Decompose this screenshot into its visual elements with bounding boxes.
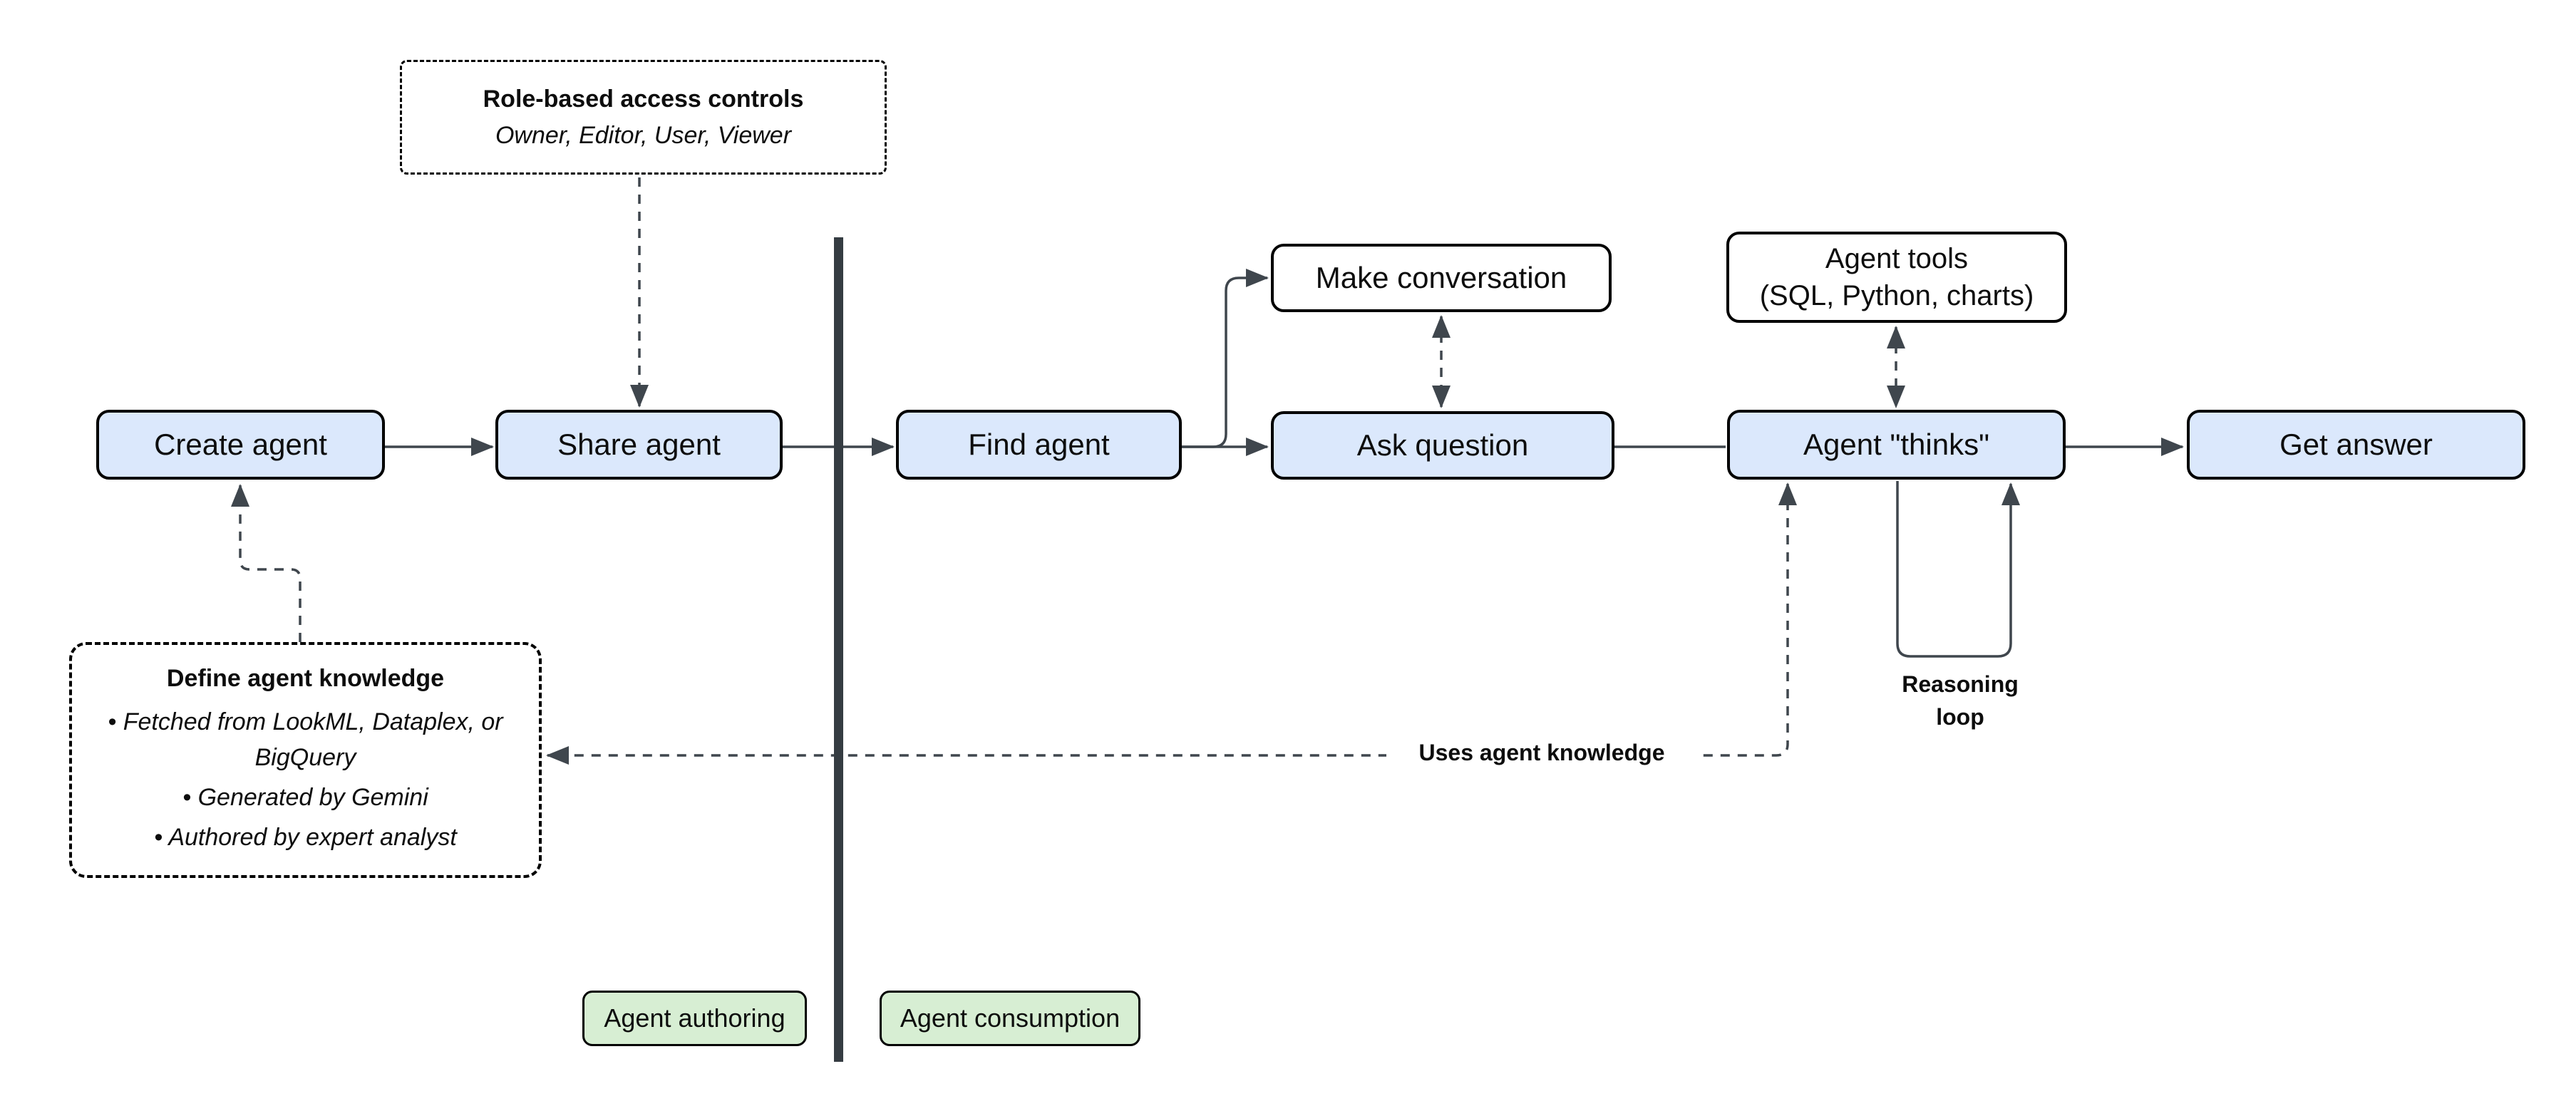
node-share-agent: Share agent [495, 410, 783, 480]
lane-divider [834, 237, 843, 1062]
node-ask-question: Ask question [1271, 411, 1614, 480]
note-define-agent-knowledge: Define agent knowledge Fetched from Look… [69, 642, 542, 878]
edge-uses-knowledge [546, 482, 1797, 765]
label-uses-agent-knowledge: Uses agent knowledge [1386, 738, 1697, 768]
edge-knowledge-to-create [231, 484, 302, 642]
rbac-roles: Owner, Editor, User, Viewer [495, 121, 792, 149]
node-make-conversation: Make conversation [1271, 244, 1612, 312]
note-role-based-access: Role-based access controls Owner, Editor… [400, 60, 887, 175]
knowledge-bullet: Authored by expert analyst [154, 820, 456, 855]
badge-agent-consumption: Agent consumption [880, 991, 1140, 1046]
edge-reasoning-loop [1896, 481, 2020, 658]
node-create-agent: Create agent [96, 410, 385, 480]
knowledge-bullet: Fetched from LookML, Dataplex, or BigQue… [99, 704, 512, 775]
badge-agent-authoring: Agent authoring [582, 991, 807, 1046]
node-agent-thinks: Agent "thinks" [1727, 410, 2066, 480]
node-get-answer: Get answer [2187, 410, 2525, 480]
edge-find-to-make-conversation [1182, 269, 1269, 448]
knowledge-title: Define agent knowledge [166, 665, 445, 692]
label-reasoning-loop: Reasoning loop [1902, 671, 2019, 730]
rbac-title: Role-based access controls [483, 85, 804, 113]
node-agent-tools: Agent tools (SQL, Python, charts) [1726, 232, 2067, 323]
node-find-agent: Find agent [896, 410, 1182, 480]
knowledge-bullet: Generated by Gemini [182, 780, 428, 815]
